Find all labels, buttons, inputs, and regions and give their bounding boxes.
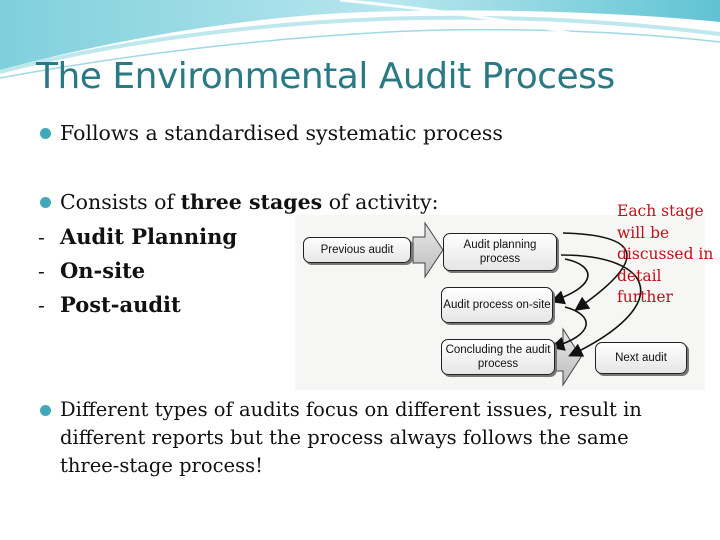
bullet-text-2-bold: three stages <box>180 190 323 214</box>
audit-onsite-box: Audit process on-site <box>441 287 553 323</box>
header-swoosh-decoration <box>0 0 720 79</box>
bullet-icon <box>40 405 51 416</box>
dash-marker: - <box>38 259 45 283</box>
next-audit-box: Next audit <box>595 342 687 374</box>
bullet-text-1: Follows a standardised systematic proces… <box>60 121 503 145</box>
bullet-icon <box>40 128 51 139</box>
bullet-text-2-post: of activity: <box>322 190 439 214</box>
dash-marker: - <box>38 225 45 249</box>
bullet-text-3: Different types of audits focus on diffe… <box>60 398 642 477</box>
stage-item-on-site: On-site <box>60 258 146 283</box>
audit-planning-box: Audit planning process <box>443 233 557 271</box>
bullet-icon <box>40 197 51 208</box>
stage-note: Each stage will be discussed in detail f… <box>617 202 714 306</box>
previous-audit-box: Previous audit <box>303 237 411 263</box>
stage-item-audit-planning: Audit Planning <box>60 224 238 249</box>
diagram-arrows <box>412 221 642 387</box>
page-title: The Environmental Audit Process <box>36 56 615 97</box>
audit-process-diagram: Previous audit Audit planning process Au… <box>295 215 705 390</box>
bullet-text-2: Consists of three stages of activity: <box>60 190 439 214</box>
bullet-text-2-pre: Consists of <box>60 190 181 214</box>
concluding-audit-box: Concluding the audit process <box>441 339 555 375</box>
dash-marker: - <box>38 293 45 317</box>
stage-item-post-audit: Post-audit <box>60 292 181 317</box>
